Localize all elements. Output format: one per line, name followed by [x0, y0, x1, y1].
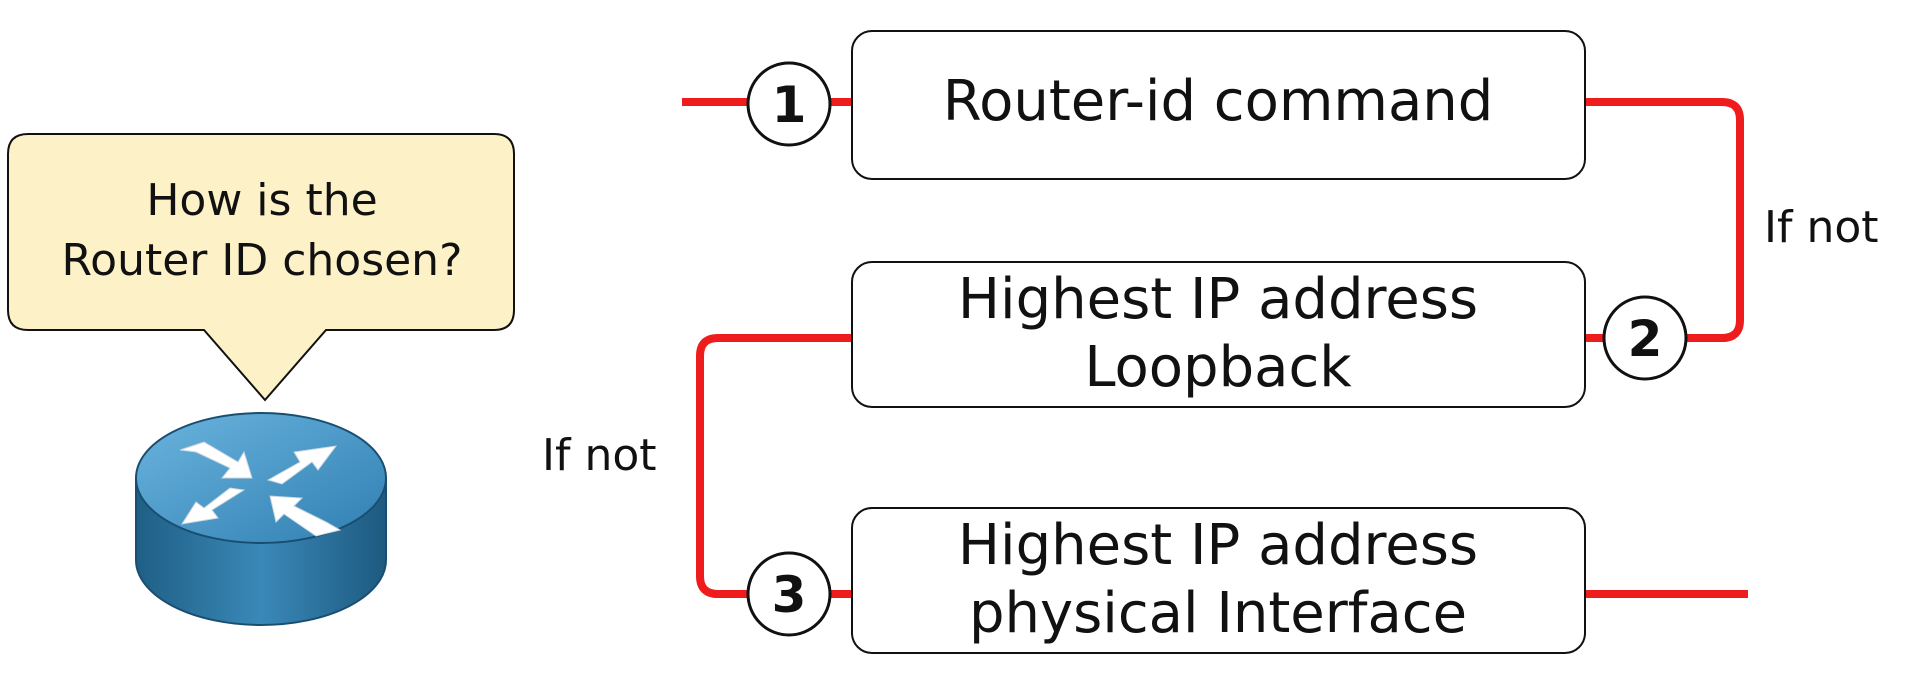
- step-number-1: 1: [746, 61, 832, 147]
- svg-text:2: 2: [1628, 310, 1663, 368]
- connector-step1-to-step2: [1585, 98, 1744, 342]
- step-box-2: Highest IP address Loopback: [851, 261, 1586, 408]
- step-number-2: 2: [1602, 295, 1688, 381]
- speech-bubble: How is the Router ID chosen?: [7, 133, 515, 402]
- speech-bubble-line1: How is the: [146, 175, 377, 226]
- step-2-text-line1: Highest IP address: [958, 267, 1478, 332]
- if-not-label-right: If not: [1764, 202, 1879, 253]
- speech-bubble-line2: Router ID chosen?: [62, 235, 463, 286]
- step-box-3: Highest IP address physical Interface: [851, 507, 1586, 654]
- connector-lines: [682, 98, 1748, 598]
- step-3-text-line2: physical Interface: [969, 581, 1467, 646]
- step-3-text-line1: Highest IP address: [958, 513, 1478, 578]
- svg-text:1: 1: [772, 76, 807, 134]
- step-2-text-line2: Loopback: [1084, 335, 1352, 400]
- step-number-3: 3: [746, 551, 832, 637]
- if-not-label-left: If not: [542, 430, 657, 481]
- router-arrows-icon: [179, 441, 342, 537]
- svg-text:3: 3: [772, 566, 807, 624]
- step-1-text: Router-id command: [943, 69, 1494, 134]
- connector-step2-to-step3: [696, 334, 852, 598]
- router-icon: [135, 412, 387, 626]
- step-box-1: Router-id command: [851, 30, 1586, 180]
